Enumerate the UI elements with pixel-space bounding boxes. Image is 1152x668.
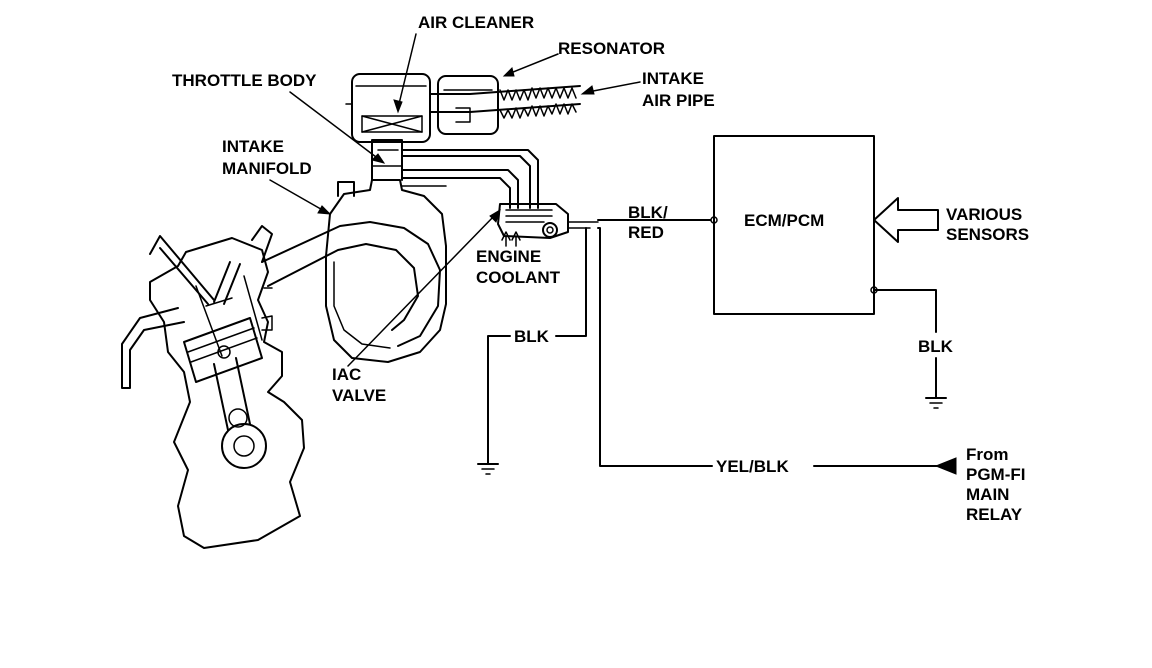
label-iac-valve-line1: IAC <box>332 365 361 384</box>
label-wire-blk-red-line2: RED <box>628 223 664 242</box>
air-cleaner <box>345 73 431 143</box>
wire-blk-red <box>597 216 718 224</box>
label-intake-manifold-line2: MANIFOLD <box>222 159 312 178</box>
sensors-input-arrow <box>873 197 939 243</box>
label-engine-coolant-line1: ENGINE <box>476 247 541 266</box>
label-air-cleaner: AIR CLEANER <box>418 13 534 32</box>
iac-valve <box>497 203 599 247</box>
engine-block <box>121 225 305 549</box>
label-wire-yel-blk: YEL/BLK <box>716 457 789 476</box>
label-various-sensors-line2: SENSORS <box>946 225 1029 244</box>
label-ecm-pcm: ECM/PCM <box>744 211 824 230</box>
label-wire-blk-ecm: BLK <box>918 337 954 356</box>
wire-yel-blk <box>597 227 957 475</box>
label-iac-valve-line2: VALVE <box>332 386 386 405</box>
label-source-line3: MAIN <box>966 485 1009 504</box>
label-intake-air-pipe-line1: INTAKE <box>642 69 704 88</box>
label-intake-manifold-line1: INTAKE <box>222 137 284 156</box>
label-engine-coolant-line2: COOLANT <box>476 268 561 287</box>
wire-blk-iac-ground <box>477 227 587 475</box>
intake-air-pipe <box>429 85 581 119</box>
label-source-line1: From <box>966 445 1009 464</box>
ecm-pcm-box <box>713 135 875 315</box>
leader-lines <box>269 33 641 367</box>
label-resonator: RESONATOR <box>558 39 665 58</box>
label-source-line2: PGM-FI <box>966 465 1026 484</box>
intake-manifold <box>261 179 447 363</box>
label-wire-blk-red-line1: BLK/ <box>628 203 668 222</box>
label-source-line4: RELAY <box>966 505 1023 524</box>
label-various-sensors-line1: VARIOUS <box>946 205 1022 224</box>
label-throttle-body: THROTTLE BODY <box>172 71 317 90</box>
wire-blk-ecm-ground <box>870 286 947 409</box>
resonator <box>437 75 499 135</box>
label-wire-blk-iac: BLK <box>514 327 550 346</box>
air-hoses <box>401 141 539 209</box>
label-intake-air-pipe-line2: AIR PIPE <box>642 91 715 110</box>
